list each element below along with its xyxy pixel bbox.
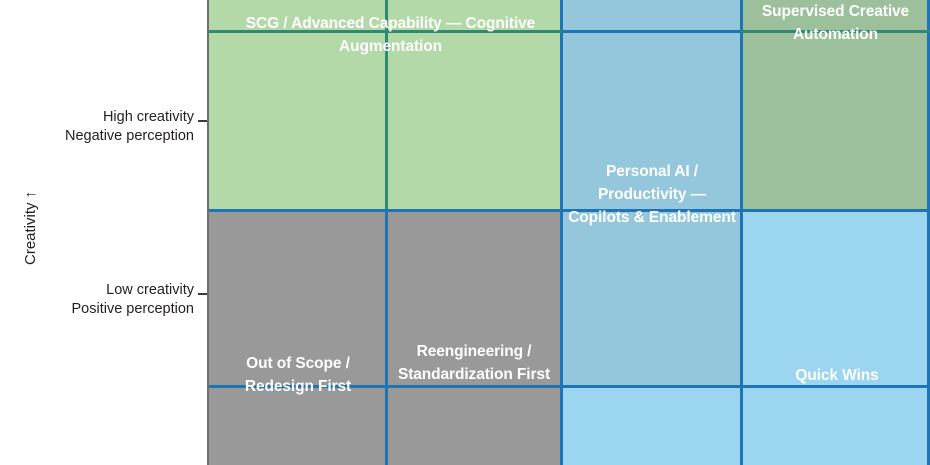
cell-scg-advanced-capability-right <box>388 0 560 210</box>
cell-personal-ai-productivity-lower <box>563 210 740 386</box>
gridline-vertical-2 <box>560 0 563 465</box>
gridline-vertical-1 <box>385 0 388 210</box>
gridline-horizontal-lower <box>208 385 930 388</box>
y-axis-tick-label-high: High creativity Negative perception <box>65 109 194 144</box>
cell-scg-advanced-capability-left <box>208 0 385 210</box>
y-axis-tick-low <box>198 293 207 295</box>
cell-out-of-scope-redesign-first <box>208 210 385 465</box>
y-axis-title: Creativity ↑ <box>22 190 39 265</box>
gridline-horizontal-top-blue <box>563 30 740 33</box>
gridline-horizontal-mid <box>208 209 930 212</box>
gridline-horizontal-top-right <box>743 30 930 33</box>
gridline-vertical-1b <box>385 210 388 465</box>
cell-personal-ai-productivity-upper <box>563 0 740 210</box>
y-axis-tick-high <box>198 120 207 122</box>
cell-reengineering-standardization-first <box>388 210 560 465</box>
cell-supervised-creative-automation <box>743 0 930 210</box>
y-axis-tick-label-low: Low creativity Positive perception <box>71 282 194 317</box>
gridline-horizontal-top <box>208 30 743 33</box>
plot-area: SCG / Advanced Capability — Cognitive Au… <box>208 0 930 465</box>
cell-personal-ai-productivity-bottom <box>563 386 740 465</box>
gridline-vertical-4 <box>927 0 930 465</box>
y-axis-spine <box>207 0 209 465</box>
cell-quick-wins <box>743 210 930 465</box>
gridline-vertical-3 <box>740 0 743 465</box>
